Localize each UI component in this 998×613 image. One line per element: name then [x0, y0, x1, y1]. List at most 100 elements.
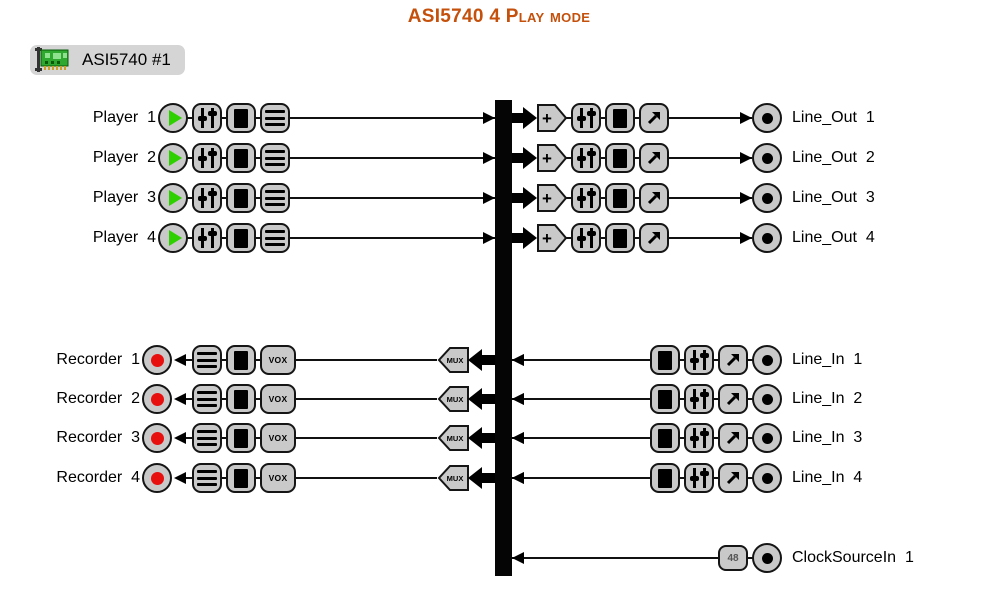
- play-icon[interactable]: [158, 183, 188, 213]
- volume-icon[interactable]: [192, 223, 222, 253]
- meter-icon[interactable]: [605, 143, 635, 173]
- channel-mode-icon[interactable]: [260, 183, 290, 213]
- fader-glyph: [689, 350, 709, 370]
- fader-glyph: [576, 228, 596, 248]
- fader-glyph: [197, 108, 217, 128]
- meter-icon[interactable]: [226, 384, 256, 414]
- arrowhead-left-icon: [512, 393, 524, 405]
- sum-node-icon[interactable]: +: [537, 223, 567, 253]
- level-icon[interactable]: [718, 463, 748, 493]
- volume-icon[interactable]: [571, 103, 601, 133]
- svg-text:MUX: MUX: [447, 395, 464, 404]
- volume-icon[interactable]: [571, 143, 601, 173]
- channel-mode-icon[interactable]: [260, 223, 290, 253]
- vox-icon[interactable]: VOX: [260, 463, 296, 493]
- volume-icon[interactable]: [684, 423, 714, 453]
- meter-icon[interactable]: [650, 423, 680, 453]
- line-connector-icon[interactable]: [752, 223, 782, 253]
- signal-line: [160, 117, 495, 119]
- meter-icon[interactable]: [650, 463, 680, 493]
- meter-icon[interactable]: [605, 183, 635, 213]
- meter-icon[interactable]: [226, 223, 256, 253]
- line-in-row: Line_In 4: [0, 462, 998, 494]
- line-connector-icon[interactable]: [752, 543, 782, 573]
- volume-icon[interactable]: [192, 183, 222, 213]
- fader-glyph: [197, 148, 217, 168]
- play-icon[interactable]: [158, 143, 188, 173]
- bus-out-arrowhead: [523, 187, 537, 209]
- level-icon[interactable]: [718, 384, 748, 414]
- bus-to-mux-arrowhead: [468, 388, 482, 410]
- level-icon[interactable]: [718, 423, 748, 453]
- bus-out-arrow: [512, 193, 525, 203]
- record-icon[interactable]: [142, 384, 172, 414]
- play-triangle: [168, 230, 182, 246]
- diagonal-arrow-glyph: [647, 112, 660, 125]
- record-icon[interactable]: [142, 345, 172, 375]
- sum-node-icon[interactable]: +: [537, 103, 567, 133]
- channel-mode-icon[interactable]: [260, 103, 290, 133]
- meter-icon[interactable]: [226, 423, 256, 453]
- vox-icon[interactable]: VOX: [260, 345, 296, 375]
- line-connector-icon[interactable]: [752, 463, 782, 493]
- meter-icon[interactable]: [605, 103, 635, 133]
- lines-glyph: [265, 150, 285, 166]
- level-icon[interactable]: [718, 345, 748, 375]
- vox-icon[interactable]: VOX: [260, 423, 296, 453]
- volume-icon[interactable]: [571, 183, 601, 213]
- line-connector-icon[interactable]: [752, 345, 782, 375]
- volume-icon[interactable]: [684, 345, 714, 375]
- meter-icon[interactable]: [226, 345, 256, 375]
- arrowhead-right-icon: [483, 192, 495, 204]
- record-icon[interactable]: [142, 423, 172, 453]
- line-connector-icon[interactable]: [752, 143, 782, 173]
- channel-mode-icon[interactable]: [192, 345, 222, 375]
- bus-to-mux-arrowhead: [468, 349, 482, 371]
- line-connector-icon[interactable]: [752, 384, 782, 414]
- channel-mode-icon[interactable]: [192, 463, 222, 493]
- line-connector-icon[interactable]: [752, 183, 782, 213]
- channel-mode-icon[interactable]: [192, 423, 222, 453]
- channel-mode-icon[interactable]: [192, 384, 222, 414]
- line-connector-icon[interactable]: [752, 103, 782, 133]
- player-label: Player 1: [92, 109, 156, 126]
- meter-icon[interactable]: [226, 143, 256, 173]
- level-icon[interactable]: [639, 183, 669, 213]
- channel-mode-icon[interactable]: [260, 143, 290, 173]
- arrowhead-left-icon: [512, 472, 524, 484]
- line-connector-icon[interactable]: [752, 423, 782, 453]
- vox-text: VOX: [268, 433, 288, 443]
- signal-line: [160, 237, 495, 239]
- play-icon[interactable]: [158, 223, 188, 253]
- volume-icon[interactable]: [571, 223, 601, 253]
- line-in-row: Line_In 3: [0, 422, 998, 454]
- level-icon[interactable]: [639, 103, 669, 133]
- level-icon[interactable]: [639, 223, 669, 253]
- record-icon[interactable]: [142, 463, 172, 493]
- sum-node-icon[interactable]: +: [537, 143, 567, 173]
- lines-glyph: [265, 110, 285, 126]
- vox-icon[interactable]: VOX: [260, 384, 296, 414]
- bus-out-arrow: [512, 233, 525, 243]
- play-icon[interactable]: [158, 103, 188, 133]
- volume-icon[interactable]: [192, 103, 222, 133]
- connector-dot: [761, 192, 773, 204]
- page-title: ASI5740 4 Play mode: [407, 6, 591, 27]
- record-dot: [150, 353, 164, 367]
- clock-rate-badge[interactable]: 48: [718, 545, 748, 571]
- sum-node-icon[interactable]: +: [537, 183, 567, 213]
- meter-icon[interactable]: [226, 183, 256, 213]
- level-icon[interactable]: [639, 143, 669, 173]
- diagonal-arrow-glyph: [647, 192, 660, 205]
- meter-icon[interactable]: [226, 103, 256, 133]
- clock-rate-text: 48: [727, 552, 739, 564]
- meter-icon[interactable]: [605, 223, 635, 253]
- meter-icon[interactable]: [650, 345, 680, 375]
- adapter-label[interactable]: ASI5740 #1: [30, 45, 185, 75]
- meter-icon[interactable]: [650, 384, 680, 414]
- volume-icon[interactable]: [684, 463, 714, 493]
- volume-icon[interactable]: [684, 384, 714, 414]
- meter-icon[interactable]: [226, 463, 256, 493]
- fader-glyph: [689, 389, 709, 409]
- volume-icon[interactable]: [192, 143, 222, 173]
